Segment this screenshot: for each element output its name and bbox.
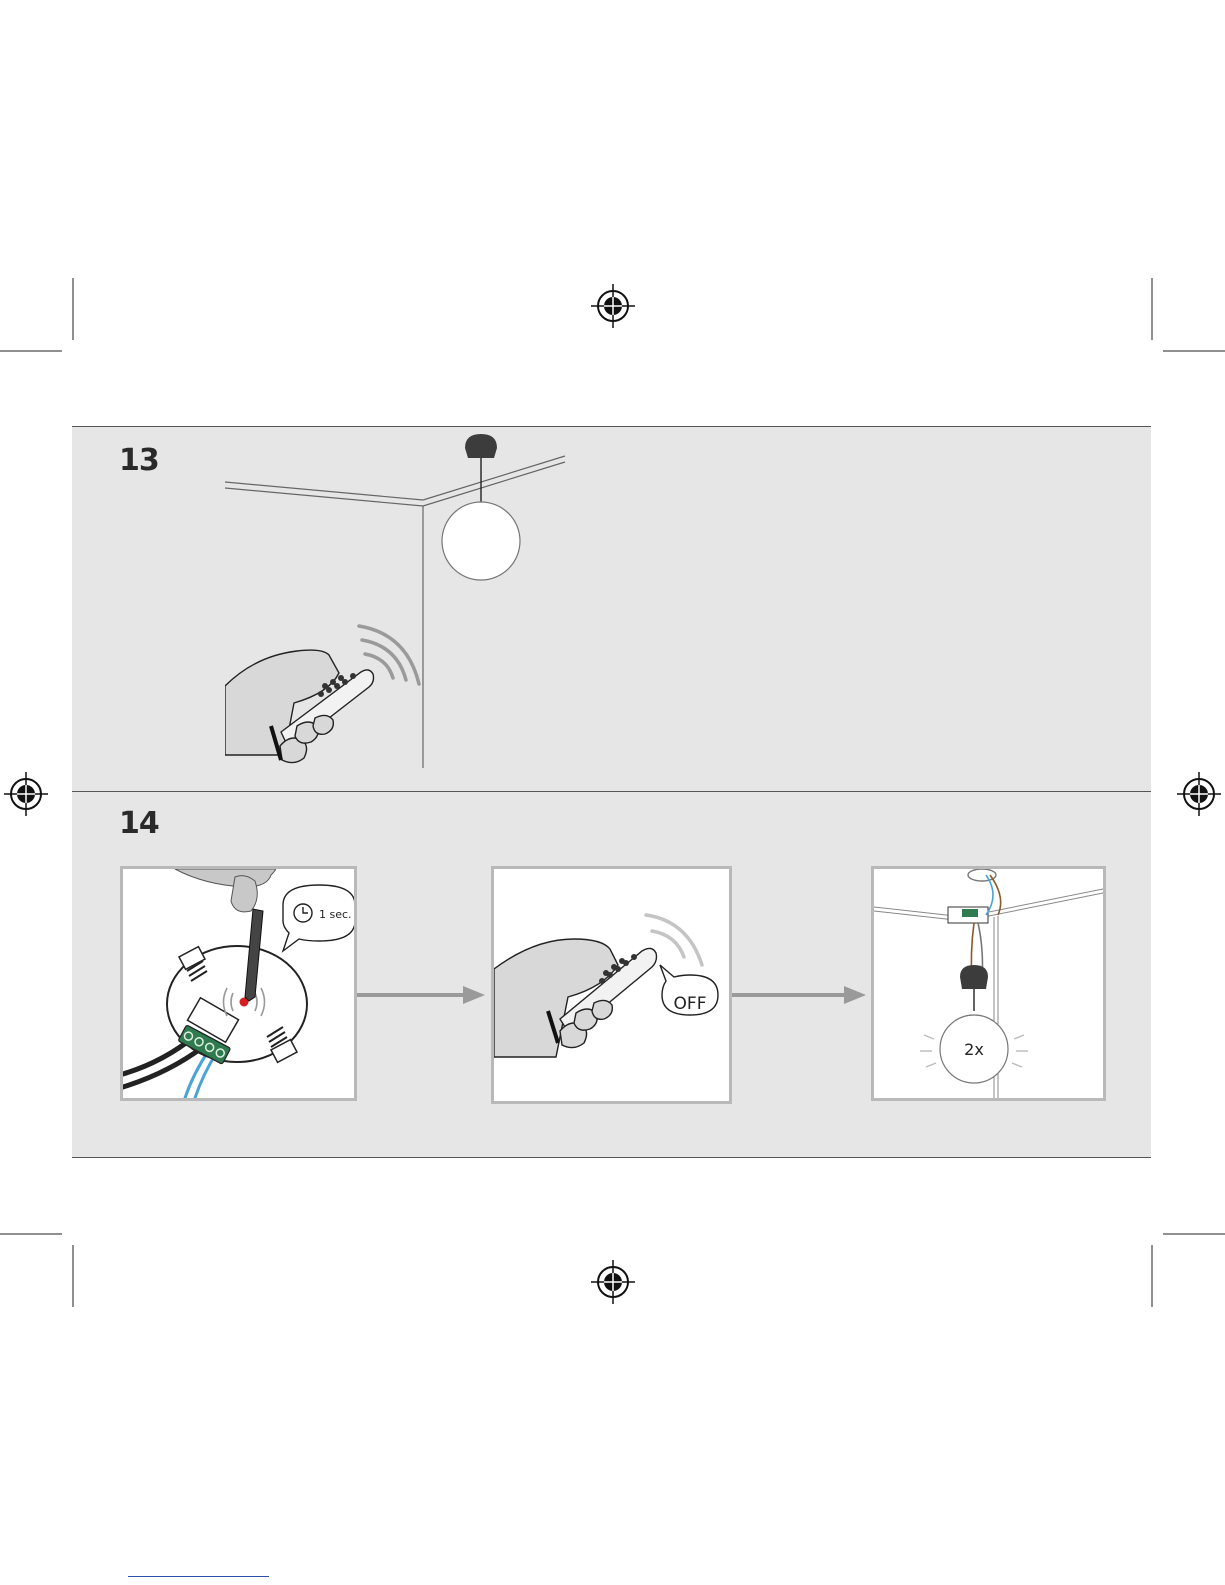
hand-with-remote-icon: [494, 939, 657, 1057]
pendant-lamp-icon: [442, 434, 520, 580]
step-14-panel-lamp-blinks: 2x: [871, 866, 1106, 1101]
step-14-panel-press-off: OFF: [491, 866, 732, 1104]
registration-mark-icon: [4, 772, 48, 816]
step-number: 13: [119, 443, 159, 478]
registration-mark-icon: [591, 1260, 635, 1304]
blink-count-label: 2x: [964, 1040, 984, 1059]
receiver-illustration: 1 sec.: [123, 869, 354, 1098]
step-14-panel-press-button: 1 sec.: [120, 866, 357, 1101]
footer-link-underline: [128, 1576, 269, 1577]
ceiling-hole: [968, 869, 996, 881]
receiver-module: [948, 907, 988, 923]
off-button-label: OFF: [674, 994, 707, 1014]
arrow-right-icon: [732, 983, 868, 1007]
timer-label: 1 sec.: [319, 908, 352, 921]
registration-mark-icon: [591, 284, 635, 328]
step-13-illustration: [225, 426, 585, 771]
hand-with-remote-icon: [225, 650, 374, 762]
arrow-right-icon: [357, 983, 487, 1007]
remote-illustration: OFF: [494, 869, 729, 1101]
step-number: 14: [119, 806, 159, 841]
registration-mark-icon: [1177, 772, 1221, 816]
lamp-confirmation-illustration: 2x: [874, 869, 1103, 1098]
